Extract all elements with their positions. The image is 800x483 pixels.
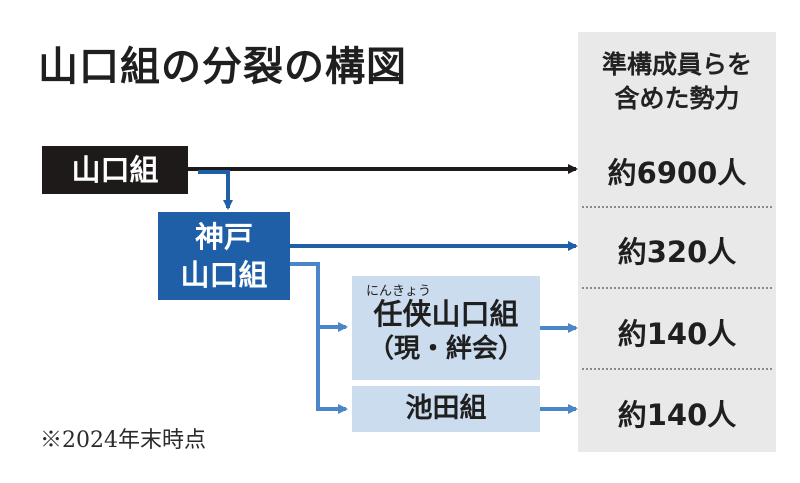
timing-note: ※2024年末時点	[40, 428, 206, 453]
row-separator	[582, 368, 772, 370]
ninkyo-ruby: にんきょう	[366, 284, 432, 299]
kobe-name-line2: 山口組	[180, 258, 268, 292]
split-arrow-ninkyo	[290, 262, 348, 332]
ikeda-box: 池田組	[352, 386, 540, 432]
split-arrow-ikeda	[316, 327, 348, 414]
yamaguchi-box: 山口組	[42, 146, 188, 194]
kobe-yamaguchi-box: 神戸 山口組	[158, 212, 290, 300]
kobe-name-line1: 神戸	[194, 220, 253, 254]
row-separator	[582, 206, 772, 208]
ninkyo-subname: （現・絆会）	[367, 334, 524, 364]
ninkyo-name: 任侠山口組	[373, 297, 519, 331]
diagram-title: 山口組の分裂の構図	[38, 44, 407, 90]
kobe-count: 約320人	[617, 235, 737, 269]
ninkyo-count: 約140人	[617, 317, 737, 351]
column-header-line2: 含めた勢力	[614, 84, 740, 113]
strength-column-header: 準構成員らを 含めた勢力	[578, 48, 776, 116]
ikeda-count: 約140人	[617, 398, 737, 432]
yamaguchi-count: 約6900人	[607, 156, 747, 190]
column-header-line1: 準構成員らを	[601, 50, 752, 79]
strength-column-panel	[578, 32, 776, 452]
split-arrow-kobe	[198, 170, 233, 210]
row-separator	[582, 287, 772, 289]
ninkyo-yamaguchi-box: にんきょう 任侠山口組 （現・絆会）	[352, 276, 540, 380]
